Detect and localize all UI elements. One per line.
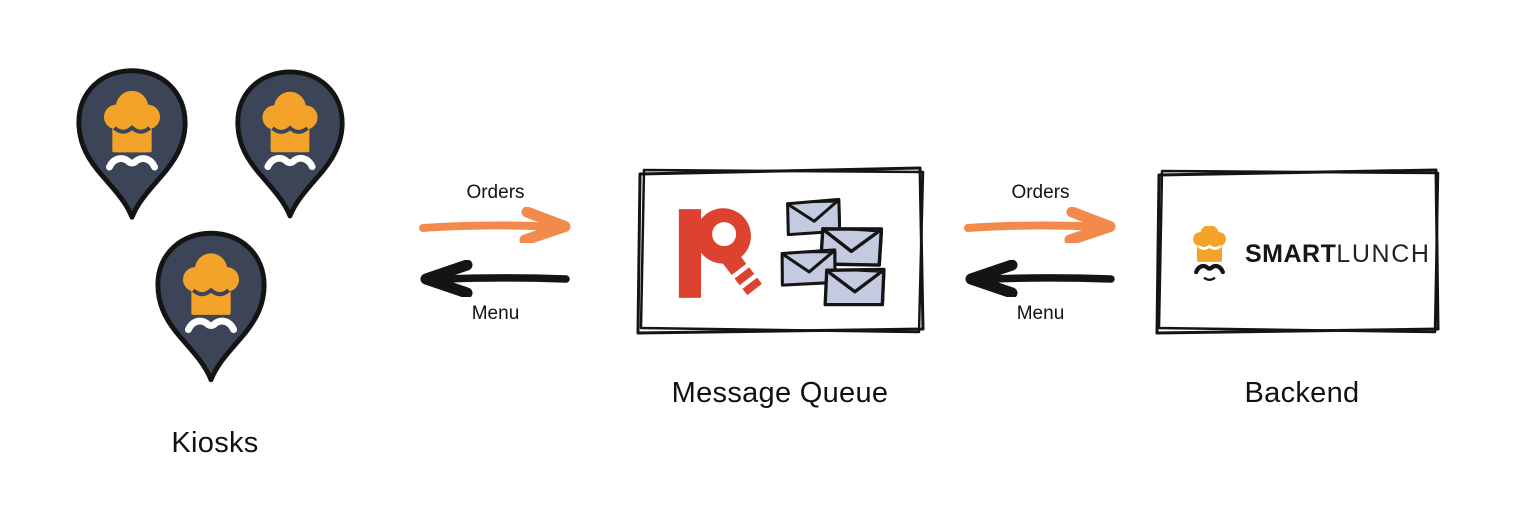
orders-arrow-icon	[964, 207, 1116, 243]
backend-box	[1155, 168, 1440, 335]
menu-arrow-icon	[965, 260, 1115, 297]
kiosks-label: Kiosks	[171, 427, 259, 459]
smartlunch-logo: SMARTLUNCH	[1186, 226, 1431, 282]
smartlunch-wordmark: SMARTLUNCH	[1245, 240, 1431, 269]
menu-arrow-icon	[420, 260, 570, 297]
smartlunch-wordmark-light: LUNCH	[1336, 239, 1431, 268]
smartlunch-wordmark-bold: SMART	[1245, 239, 1337, 268]
menu-label: Menu	[471, 303, 520, 324]
envelope-icon	[822, 266, 889, 307]
orders-label: Orders	[1011, 182, 1070, 203]
mustache-icon	[1194, 263, 1225, 275]
menu-label: Menu	[1016, 303, 1065, 324]
kiosk-pin-icon	[152, 226, 270, 386]
orders-label: Orders	[466, 182, 525, 203]
message-queue-label: Message Queue	[671, 377, 889, 409]
smartlunch-chef-hat-icon	[1193, 226, 1226, 282]
red-r-logo-icon	[678, 208, 762, 298]
orders-arrow-icon	[419, 207, 571, 243]
kiosk-pin-icon	[232, 62, 348, 225]
kiosk-pin-icon	[73, 62, 191, 225]
backend-label: Backend	[1244, 377, 1360, 409]
